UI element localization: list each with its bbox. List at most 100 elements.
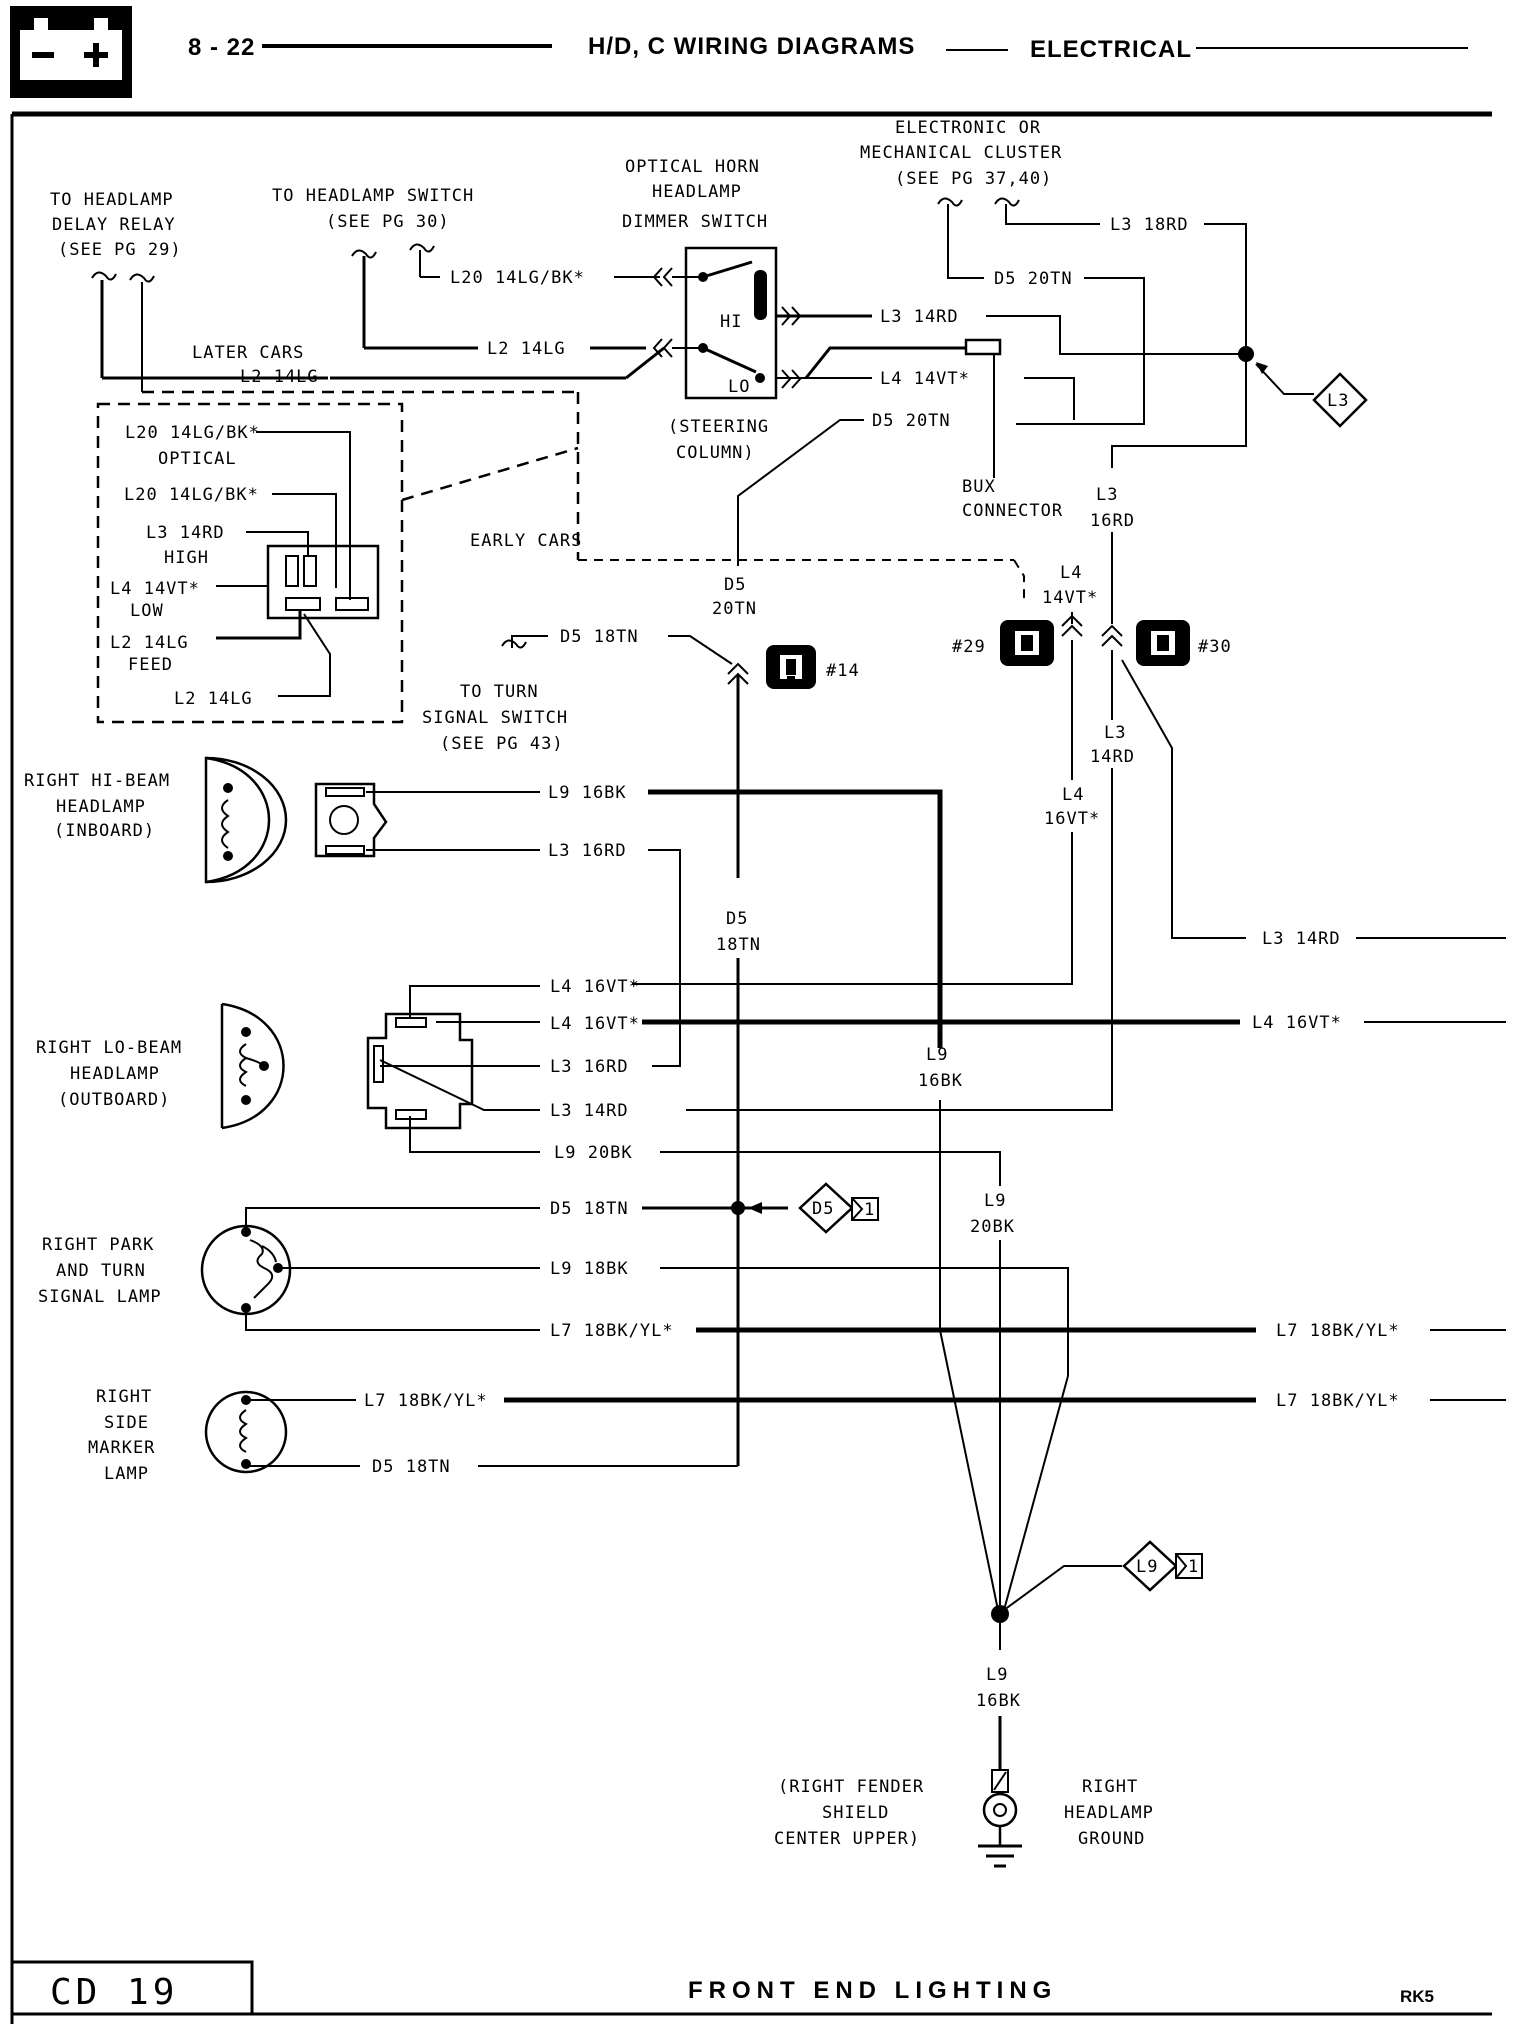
svg-text:TO TURN: TO TURN <box>460 682 539 702</box>
svg-text:OPTICAL HORN: OPTICAL HORN <box>625 157 760 177</box>
lo-terminal-label: LO <box>728 377 750 397</box>
wire-label: L4 14VT* <box>110 579 200 599</box>
right-headlamp-ground <box>978 1769 1022 1868</box>
svg-text:SIGNAL SWITCH: SIGNAL SWITCH <box>422 708 568 728</box>
wire-label: L20 14LG/BK* <box>124 485 259 505</box>
wire-l3-16rd <box>648 849 681 1067</box>
svg-text:CENTER UPPER): CENTER UPPER) <box>774 1829 920 1849</box>
wire-vlabel: 20BK <box>970 1217 1015 1237</box>
wire-d5-cluster <box>947 204 984 279</box>
wire-label: D5 18TN <box>372 1457 451 1477</box>
svg-text:BUX: BUX <box>962 477 996 497</box>
wire-l3-14rd <box>986 315 1246 355</box>
svg-text:TO HEADLAMP: TO HEADLAMP <box>50 190 174 210</box>
svg-text:DELAY RELAY: DELAY RELAY <box>52 215 176 235</box>
footer-code-box <box>10 1960 254 2016</box>
wire-l9-16bk-gnd <box>939 1329 999 1611</box>
page-number: 8 - 22 <box>188 34 255 61</box>
wire-label: L2 14LG <box>240 367 319 387</box>
wire-l3-14rd-right <box>1121 659 1246 939</box>
svg-text:SIGNAL LAMP: SIGNAL LAMP <box>38 1287 162 1307</box>
wire-label: D5 20TN <box>994 269 1073 289</box>
bux-connector <box>964 338 1002 356</box>
turn-signal-switch-label: TO TURN SIGNAL SWITCH (SEE PG 43) <box>422 682 568 754</box>
wire-l3-14rd-lo <box>686 768 1113 1111</box>
wire-label: L20 14LG/BK* <box>125 423 260 443</box>
svg-text:CONNECTOR: CONNECTOR <box>962 501 1063 521</box>
wire-label: D5 18TN <box>560 627 639 647</box>
wire-vlabel: L3 <box>1104 723 1126 743</box>
splice-d5 <box>731 1201 745 1215</box>
wire-vlabel: 16RD <box>1090 511 1135 531</box>
svg-text:1: 1 <box>864 1200 875 1220</box>
wire-d5-20tn-down <box>737 419 864 566</box>
optical-switch-connector <box>266 544 380 620</box>
svg-text:HEADLAMP: HEADLAMP <box>1064 1803 1154 1823</box>
svg-text:RIGHT LO-BEAM: RIGHT LO-BEAM <box>36 1038 182 1058</box>
wire-label: L3 14RD <box>146 523 225 543</box>
wire-l3-cluster <box>1005 204 1100 225</box>
lo-beam-connector <box>366 1012 474 1130</box>
wire-label: D5 20TN <box>872 411 951 431</box>
wire-label: L2 14LG <box>487 339 566 359</box>
wire-label: L9 16BK <box>548 783 627 803</box>
svg-text:D5: D5 <box>812 1199 834 1219</box>
connector-chevron <box>652 338 673 358</box>
svg-text:RIGHT PARK: RIGHT PARK <box>42 1235 154 1255</box>
wire-vlabel: D5 <box>724 575 746 595</box>
wire-l9-16bk <box>648 789 943 1048</box>
wire-vlabel: L9 <box>986 1665 1008 1685</box>
connector-label: #29 <box>952 637 986 657</box>
wire-label: L9 20BK <box>554 1143 633 1163</box>
svg-text:L9: L9 <box>1136 1557 1158 1577</box>
right-lo-beam-headlamp <box>220 1002 285 1130</box>
connector-stub <box>91 271 117 281</box>
wire-label: L3 14RD <box>1262 929 1341 949</box>
wire-label: L3 16RD <box>548 841 627 861</box>
connector-c30 <box>1136 620 1190 666</box>
steering-column-label: (STEERING COLUMN) <box>668 417 768 463</box>
optical-label: OPTICAL <box>158 449 237 469</box>
dimmer-switch: HI LO <box>672 246 778 400</box>
svg-text:HEADLAMP: HEADLAMP <box>70 1064 160 1084</box>
wire-label: L7 18BK/YL* <box>550 1321 674 1341</box>
splice-tag-l9: L9 1 <box>1122 1540 1203 1592</box>
wire-vlabel: 16VT* <box>1044 809 1100 829</box>
wire-d5-20tn <box>1016 277 1145 425</box>
svg-text:RIGHT: RIGHT <box>1082 1777 1138 1797</box>
headlamp-ground-label: RIGHT HEADLAMP GROUND <box>1064 1777 1154 1849</box>
feed-label: FEED <box>128 655 173 675</box>
wire-label: L7 18BK/YL* <box>1276 1321 1400 1341</box>
headlamp-delay-relay-label: TO HEADLAMP DELAY RELAY (SEE PG 29) <box>50 190 181 260</box>
svg-text:AND TURN: AND TURN <box>56 1261 146 1281</box>
right-side-marker-label: RIGHT SIDE MARKER LAMP <box>88 1387 155 1484</box>
svg-text:TO HEADLAMP SWITCH: TO HEADLAMP SWITCH <box>272 186 474 206</box>
right-lo-beam-label: RIGHT LO-BEAM HEADLAMP (OUTBOARD) <box>36 1038 182 1110</box>
diagram-id: RK5 <box>1400 1987 1434 2006</box>
svg-text:(SEE PG 43): (SEE PG 43) <box>440 734 564 754</box>
svg-text:(INBOARD): (INBOARD) <box>54 821 155 841</box>
wire-l9-18bk <box>660 1267 1069 1376</box>
splice-l9 <box>991 1605 1009 1623</box>
connector-stub <box>351 249 377 259</box>
wire-l9-18bk-gnd <box>1003 1375 1069 1611</box>
svg-text:SHIELD: SHIELD <box>822 1803 889 1823</box>
high-label: HIGH <box>164 548 209 568</box>
splice-tag-d5: D5 1 <box>798 1182 879 1234</box>
right-park-turn-label: RIGHT PARK AND TURN SIGNAL LAMP <box>38 1235 162 1307</box>
connector-label: #30 <box>1198 637 1232 657</box>
wire-label: L4 14VT* <box>880 369 970 389</box>
wire-label: L2 14LG <box>110 633 189 653</box>
svg-text:MARKER: MARKER <box>88 1438 155 1458</box>
optical-switch-box <box>96 402 404 724</box>
wire-vlabel: L3 <box>1096 485 1118 505</box>
dimmer-switch-label: OPTICAL HORN HEADLAMP DIMMER SWITCH <box>622 157 767 232</box>
wire-l4-14vt <box>1024 377 1075 420</box>
later-cars-label: LATER CARS <box>192 343 304 363</box>
svg-text:(RIGHT FENDER: (RIGHT FENDER <box>778 1777 924 1797</box>
low-label: LOW <box>130 601 164 621</box>
wire-l9-20bk <box>660 1151 1001 1186</box>
wire-label: L4 16VT* <box>550 1014 640 1034</box>
battery-logo <box>10 6 132 98</box>
